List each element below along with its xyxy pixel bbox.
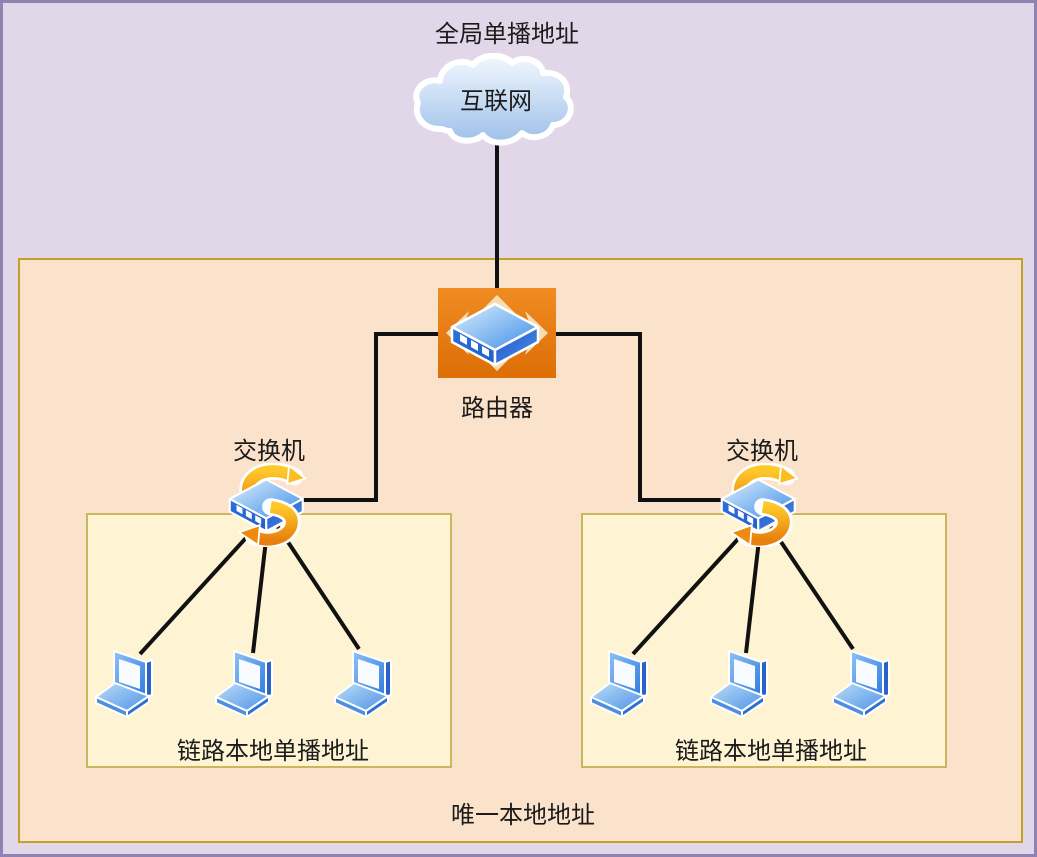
unique-local-label: 唯一本地地址 [451, 802, 595, 829]
laptop-icon [215, 650, 273, 718]
switch-label-left: 交换机 [233, 438, 305, 465]
laptop-icon [832, 650, 890, 718]
internet-cloud-icon [413, 53, 574, 146]
global-unicast-label: 全局单播地址 [435, 21, 579, 48]
link-local-label-left: 链路本地单播地址 [177, 738, 369, 765]
laptop-icon [95, 650, 153, 718]
laptop-icon [334, 650, 392, 718]
router-label: 路由器 [461, 395, 533, 422]
laptop-icon [710, 650, 768, 718]
link-local-zone-left [86, 513, 452, 768]
switch-icon-right [716, 463, 806, 547]
router-icon [438, 288, 556, 378]
switch-icon-left [224, 463, 314, 547]
cloud-label: 互联网 [460, 88, 532, 115]
link-local-zone-right [581, 513, 947, 768]
laptop-icon [590, 650, 648, 718]
link-local-label-right: 链路本地单播地址 [675, 738, 867, 765]
switch-label-right: 交换机 [726, 438, 798, 465]
